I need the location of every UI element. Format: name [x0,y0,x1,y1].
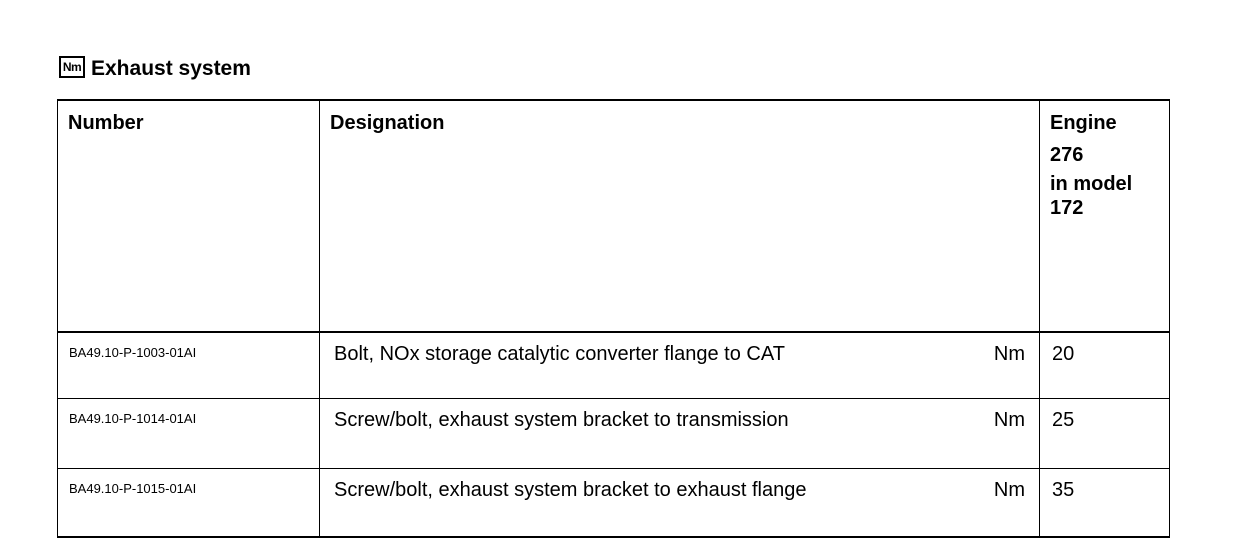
table-row: BA49.10-P-1014-01AI Screw/bolt, exhaust … [57,397,1170,469]
section-title-text: Exhaust system [91,57,251,80]
row-designation: Screw/bolt, exhaust system bracket to tr… [334,408,789,431]
table-row: BA49.10-P-1015-01AI Screw/bolt, exhaust … [57,467,1170,538]
row-number: BA49.10-P-1015-01AI [57,467,320,538]
row-value: 25 [1039,397,1170,469]
torque-spec-table: Number Designation Engine 276 in model 1… [57,99,1170,538]
row-value: 35 [1039,467,1170,538]
row-value: 20 [1039,331,1170,399]
row-unit: Nm [993,343,1025,365]
header-designation: Designation [319,99,1040,333]
row-number: BA49.10-P-1003-01AI [57,331,320,399]
header-engine: Engine 276 in model 172 [1039,99,1170,333]
row-designation-cell: Screw/bolt, exhaust system bracket to ex… [319,467,1040,538]
row-number: BA49.10-P-1014-01AI [57,397,320,469]
header-engine-model-code: 172 [1050,197,1084,219]
header-number: Number [57,99,320,333]
row-designation-cell: Screw/bolt, exhaust system bracket to tr… [319,397,1040,469]
row-designation: Screw/bolt, exhaust system bracket to ex… [334,478,807,501]
row-unit: Nm [993,478,1025,501]
row-designation-cell: Bolt, NOx storage catalytic converter fl… [319,331,1040,399]
row-designation: Bolt, NOx storage catalytic converter fl… [334,343,785,365]
section-title: Nm Exhaust system [59,52,251,82]
table-row: BA49.10-P-1003-01AI Bolt, NOx storage ca… [57,331,1170,399]
header-engine-model-label: in model [1050,173,1133,195]
header-engine-code: 276 [1050,144,1084,166]
row-unit: Nm [993,408,1025,431]
table-header-row: Number Designation Engine 276 in model 1… [57,99,1170,333]
header-engine-label: Engine [1050,112,1117,134]
torque-nm-icon: Nm [59,56,85,78]
